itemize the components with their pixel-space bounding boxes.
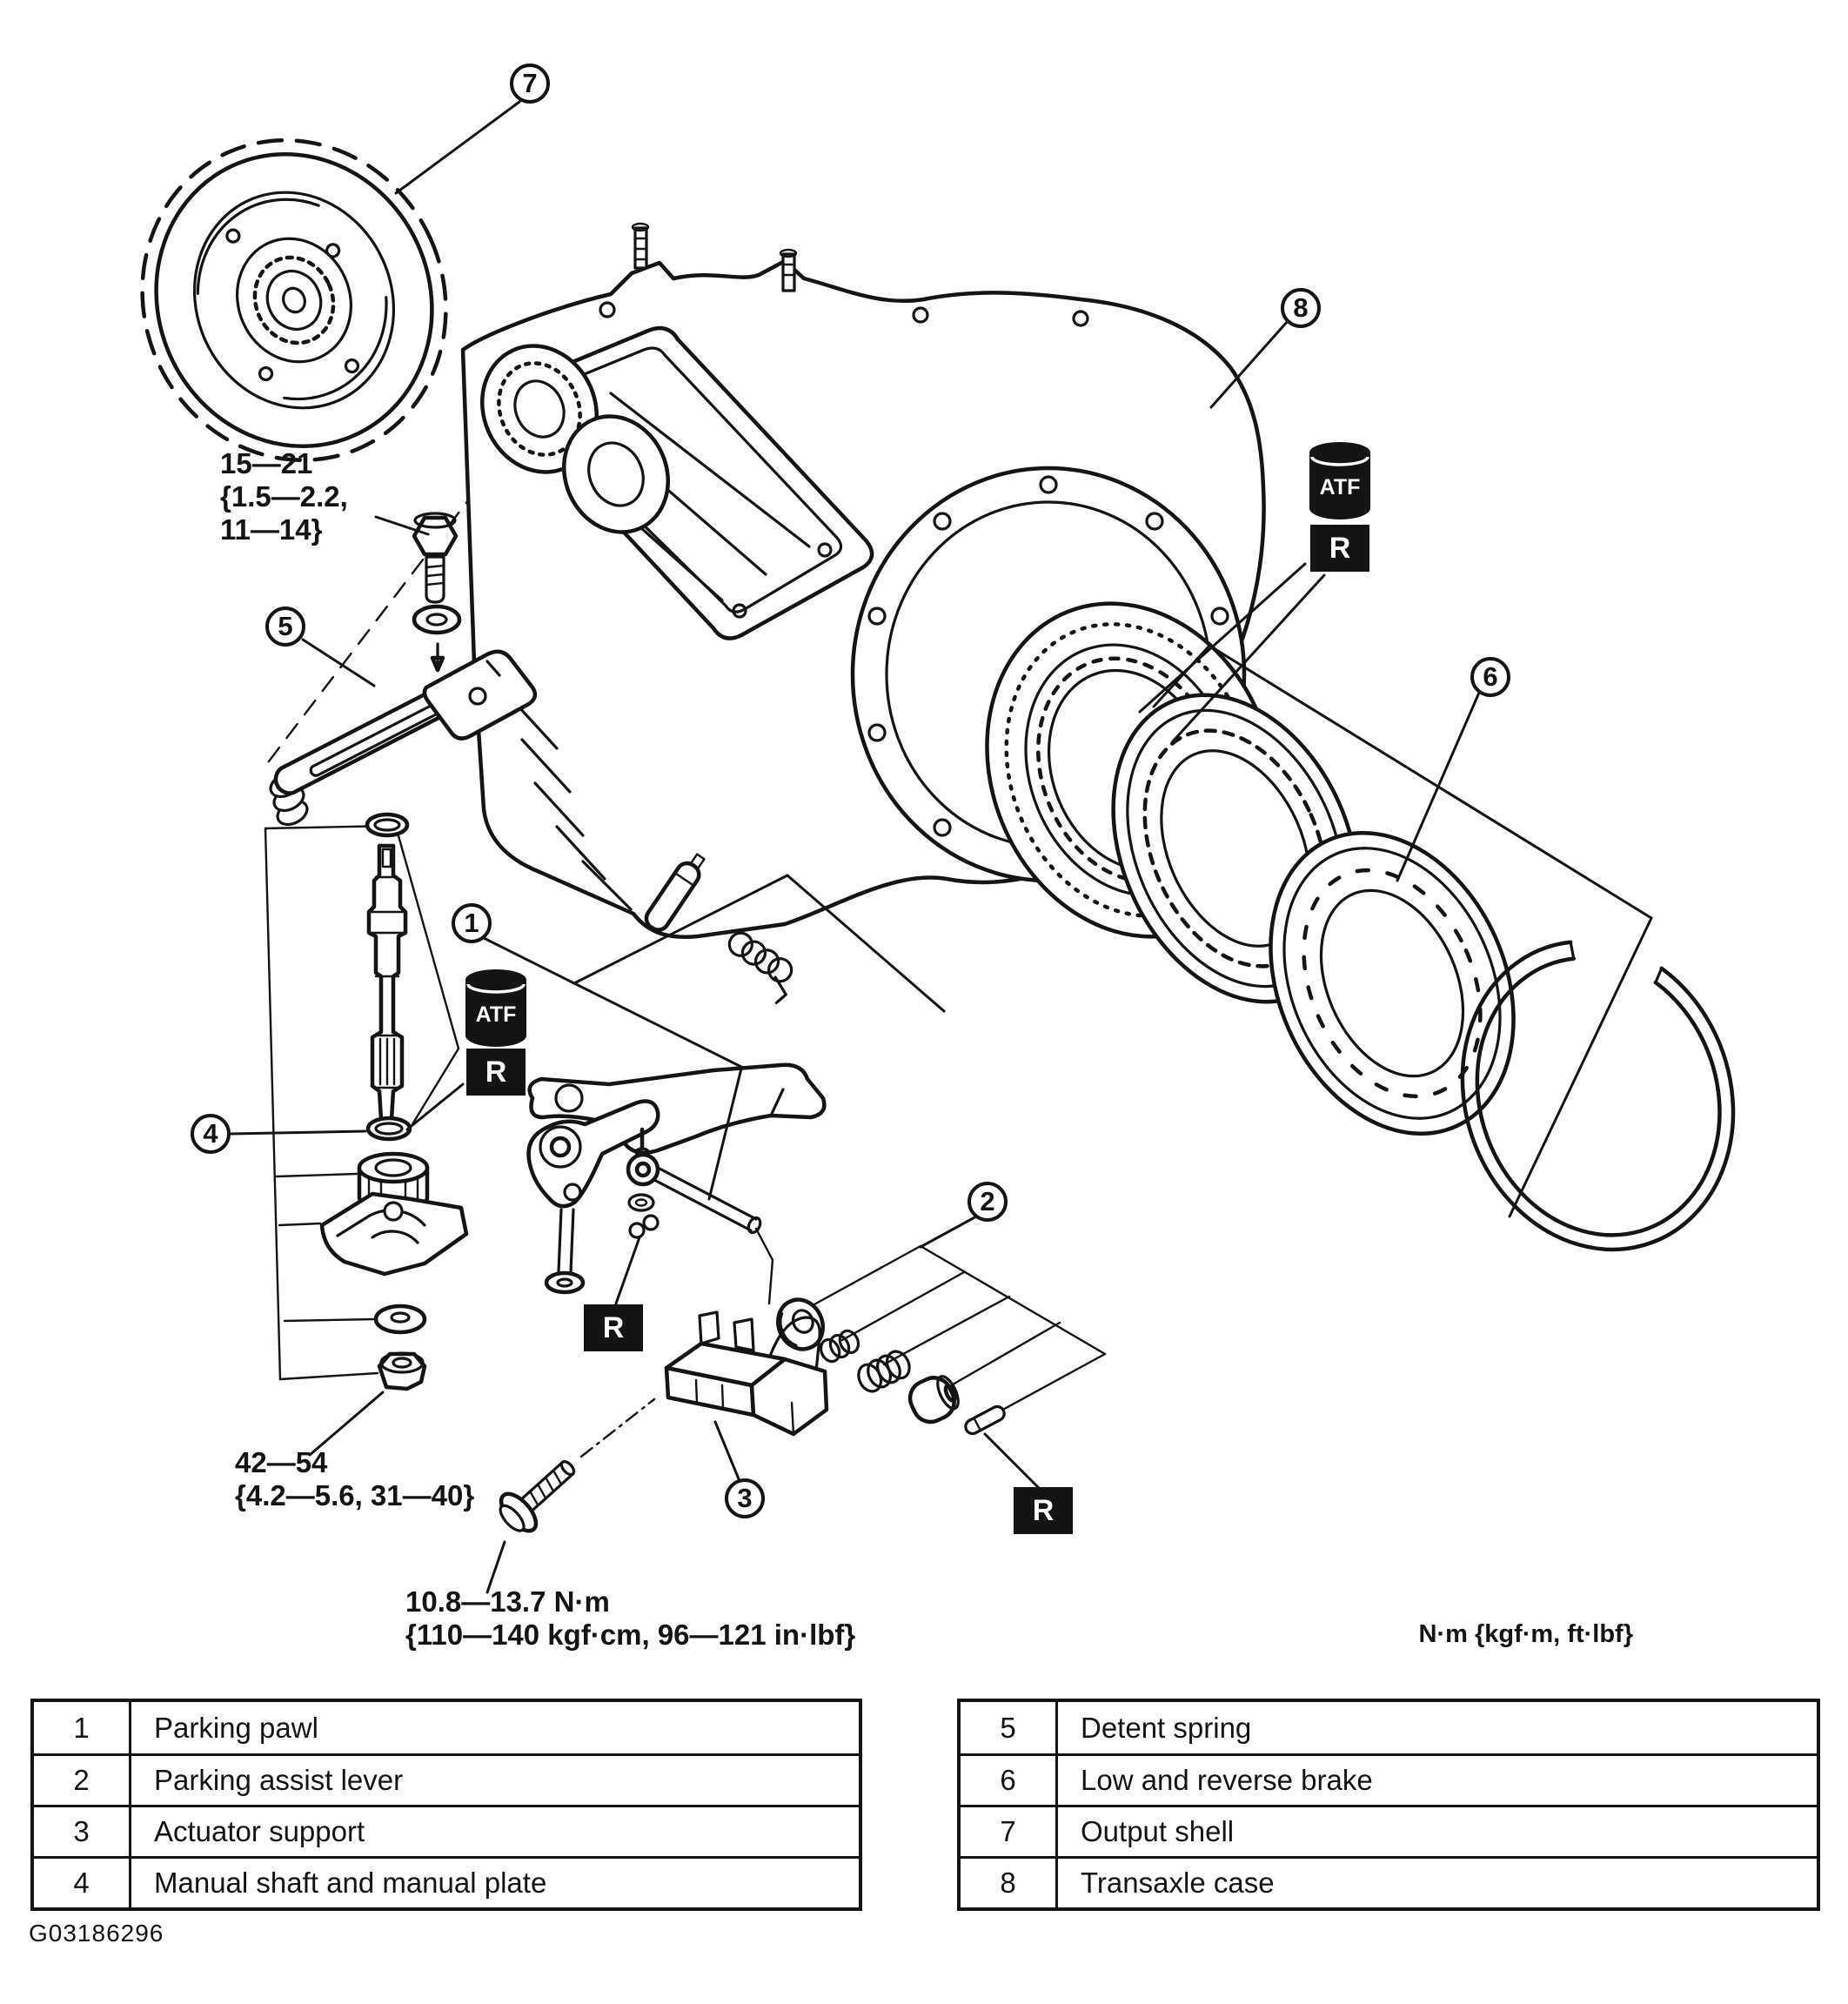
torque-line: 10.8—13.7 N·m (405, 1585, 610, 1618)
torque-line: {110—140 kgf·cm, 96—121 in·lbf} (405, 1619, 856, 1651)
callout-2-number: 2 (980, 1186, 995, 1216)
manual-shaft-drawing (264, 812, 460, 1381)
callout-5: 5 (265, 607, 305, 647)
washer-drawing (561, 414, 671, 534)
snap-ring-drawing (1460, 940, 1736, 1252)
legend-row-label: Parking pawl (154, 1711, 318, 1744)
low-reverse-brake-ring-drawing (1269, 831, 1516, 1136)
parking-rod-drawing (626, 1152, 774, 1305)
callout-4: 4 (191, 1114, 231, 1154)
detent-spring-drawing (269, 642, 538, 827)
callout-8: 8 (1281, 288, 1321, 328)
legend-row-label: Actuator support (131, 1805, 859, 1856)
r-label: R (1032, 1493, 1055, 1527)
callout-7-number: 7 (522, 68, 538, 98)
callout-7: 7 (510, 64, 550, 104)
assist-lever-parts-drawing (776, 1244, 1107, 1436)
torque-spec-detent-spring-bolt: 15—21 {1.5—2.2, 11—14} (220, 447, 348, 546)
torque-line: 11—14} (220, 513, 323, 546)
r-mark-middle: R (466, 1049, 526, 1096)
torque-spec-manual-shaft-nut: 42—54 {4.2—5.6, 31—40} (235, 1446, 474, 1512)
atf-can-icon: ATF (1309, 442, 1370, 519)
legend-row-label: Output shell (1058, 1805, 1817, 1856)
torque-line: {4.2—5.6, 31—40} (235, 1479, 475, 1511)
r-label: R (485, 1055, 507, 1089)
legend-row-label: Transaxle case (1058, 1856, 1817, 1907)
legend-row-number: 7 (961, 1805, 1058, 1856)
callout-5-number: 5 (278, 611, 293, 641)
legend-row-label: Low and reverse brake (1058, 1753, 1817, 1805)
legend-row-number: 4 (34, 1856, 131, 1907)
detent-spring-bolt-drawing (412, 512, 462, 635)
output-shell-drawing (140, 137, 448, 463)
legend-row-label: Manual shaft and manual plate (131, 1856, 859, 1907)
torque-line: 15—21 (220, 447, 313, 479)
actuator-bolt-drawing (499, 1460, 576, 1533)
r-mark-top: R (1310, 525, 1369, 572)
legend-row-number: 1 (34, 1702, 131, 1753)
manual-plate-drawing (319, 1191, 469, 1391)
legend-row-number: 5 (961, 1702, 1058, 1753)
torque-line: 42—54 (235, 1446, 328, 1478)
r-label: R (1329, 531, 1351, 565)
callout-2: 2 (968, 1182, 1008, 1222)
manual-lever-drawing (526, 1099, 660, 1295)
figure-code: G03186296 (29, 1920, 164, 1947)
legend-row-number: 3 (34, 1805, 131, 1856)
callout-3: 3 (725, 1478, 765, 1518)
atf-label: ATF (476, 1002, 517, 1027)
legend-table-right: 5 Detent spring 6 Low and reverse brake … (957, 1699, 1820, 1911)
r-label: R (602, 1310, 625, 1344)
leader-lines (229, 100, 1653, 1594)
bolt-axis-line (579, 1397, 656, 1458)
legend-row-label: Detent spring (1081, 1711, 1252, 1744)
atf-label: ATF (1320, 475, 1361, 499)
pawl-spring-drawing (727, 931, 793, 1005)
callout-1-number: 1 (464, 908, 479, 938)
r-mark-link: R (584, 1304, 643, 1351)
atf-can-icon: ATF (465, 969, 526, 1047)
legend-table-left: 1 Parking pawl 2 Parking assist lever 3 … (30, 1699, 862, 1911)
legend-row-number: 8 (961, 1856, 1058, 1907)
callout-3-number: 3 (737, 1483, 753, 1513)
r-mark-pin: R (1014, 1487, 1073, 1534)
torque-spec-actuator-support-bolt: 10.8—13.7 N·m {110—140 kgf·cm, 96—121 in… (405, 1585, 855, 1652)
callout-4-number: 4 (203, 1118, 218, 1149)
parking-pawl-drawing (527, 1062, 827, 1155)
thrust-bearing-drawing (479, 344, 599, 474)
legend-row-label: Parking assist lever (131, 1753, 859, 1805)
callout-8-number: 8 (1293, 292, 1309, 323)
callout-6: 6 (1470, 657, 1510, 697)
units-note: N·m {kgf·m, ft·lbf} (1418, 1620, 1633, 1648)
legend-row-number: 6 (961, 1753, 1058, 1805)
actuator-support-drawing (664, 1310, 829, 1437)
pawl-pin-drawing (644, 853, 706, 932)
callout-6-number: 6 (1483, 661, 1498, 692)
torque-line: {1.5—2.2, (220, 480, 348, 513)
legend-row-number: 2 (34, 1753, 131, 1805)
callout-1: 1 (452, 903, 492, 943)
